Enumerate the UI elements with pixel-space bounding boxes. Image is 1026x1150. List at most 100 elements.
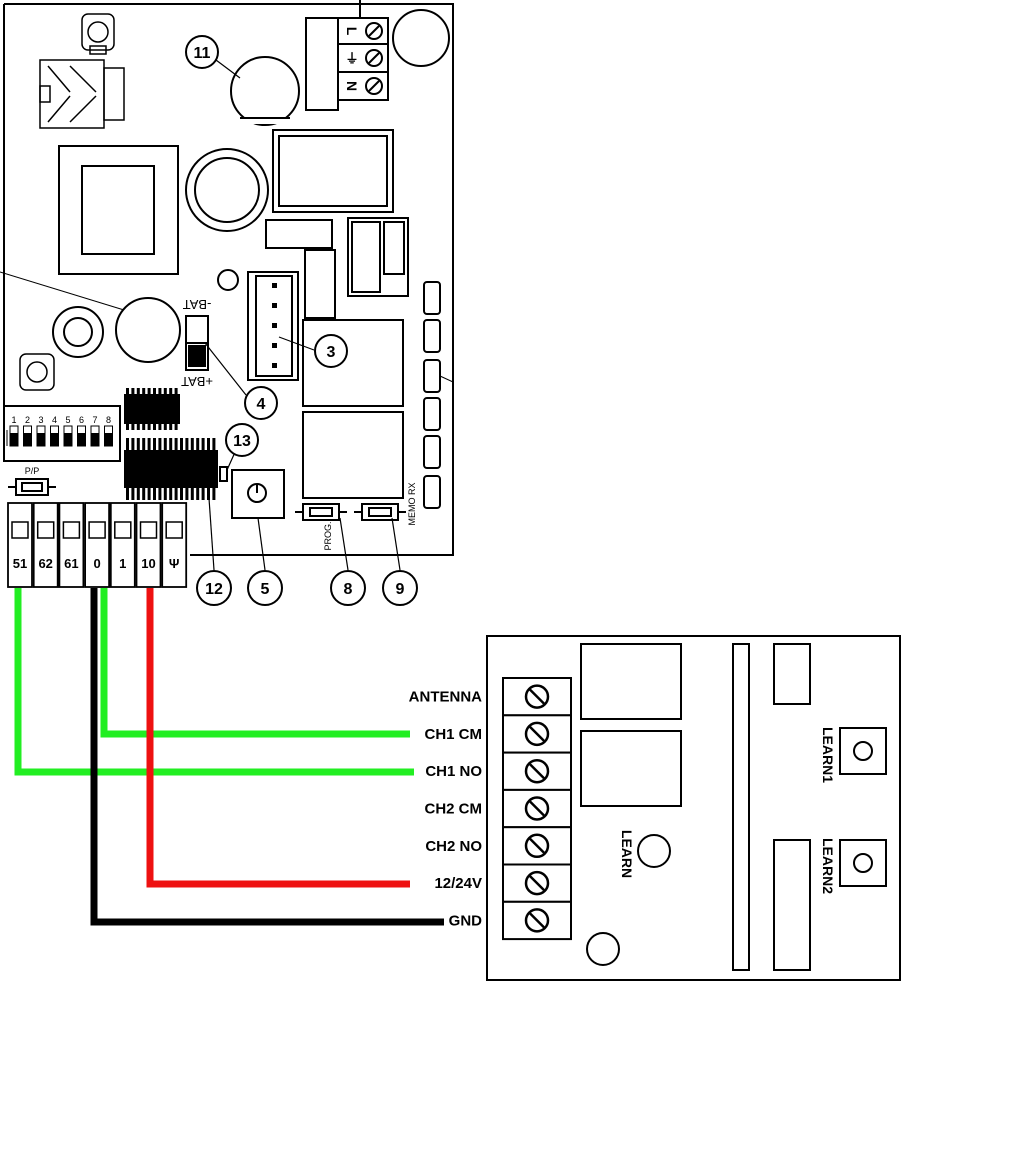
wire-10-to-12-24v — [146, 588, 410, 888]
ic-pin — [163, 424, 167, 430]
ic-pin — [212, 488, 216, 500]
minus-bat-label: -BAT — [183, 297, 212, 312]
trimmer — [231, 469, 285, 519]
callouts: 11 3 4 13 12 5 8 9 — [185, 35, 418, 606]
component-11 — [230, 56, 300, 126]
receiver-relay-2 — [580, 730, 682, 807]
screw-icon — [365, 77, 383, 95]
ic-pin — [196, 438, 200, 450]
relay-block — [272, 129, 394, 213]
battery-component — [115, 297, 181, 363]
board-terminal: 1 — [109, 502, 136, 588]
ic-pin — [190, 438, 194, 450]
ic-pin — [201, 488, 205, 500]
plus-bat-label: +BAT — [181, 374, 213, 389]
ic-pin — [126, 388, 129, 394]
ic-pin — [147, 438, 151, 450]
ic-pin — [158, 424, 162, 430]
receiver-relay-1 — [580, 643, 682, 720]
wires — [14, 588, 444, 926]
connector-3 — [247, 271, 299, 381]
ic-pin — [126, 424, 129, 430]
screw-icon — [365, 22, 383, 40]
board-terminal: 61 — [58, 502, 85, 588]
ic-pin — [190, 488, 194, 500]
ic-pin — [147, 488, 151, 500]
ic-pin — [131, 488, 135, 500]
ic-pin — [142, 388, 146, 394]
mains-label-earth: ⏚ — [345, 51, 358, 66]
board-terminal-label: 62 — [38, 556, 52, 571]
top-right-circle — [392, 9, 450, 67]
dip-levers — [6, 425, 113, 447]
receiver-terminal — [502, 863, 572, 903]
board-terminal-label: 10 — [141, 556, 155, 571]
mains-label-n: N — [344, 81, 360, 91]
ic-pin — [163, 388, 167, 394]
right-plug-column — [423, 281, 454, 509]
dip-number: 7 — [92, 415, 97, 425]
receiver-terminal-label: CH1 NO — [425, 763, 482, 780]
receiver-terminal — [502, 788, 572, 829]
learn2-label: LEARN2 — [820, 838, 836, 894]
ic-pin — [142, 488, 146, 500]
receiver-terminal — [502, 714, 572, 754]
receiver-terminal — [502, 677, 572, 717]
ic-chips — [124, 394, 218, 488]
receiver-terminal-label: CH1 CM — [424, 726, 482, 743]
prog-label: PROG. — [323, 521, 333, 550]
top-left-component — [39, 59, 125, 129]
mains-terminal-block — [305, 0, 389, 111]
dip-lever-knob — [23, 433, 32, 446]
ic-pin — [158, 438, 162, 450]
mains-label-l: L — [344, 27, 360, 36]
ic-pin — [174, 438, 178, 450]
prog-button — [295, 503, 347, 521]
callout-12: 12 — [196, 570, 232, 606]
receiver-terminal — [502, 751, 572, 791]
memo-rx-button — [354, 503, 406, 521]
dip-lever-knob — [77, 433, 86, 446]
dip-lever-knob — [104, 433, 113, 446]
ic-pin — [142, 424, 146, 430]
ic-pin — [147, 388, 151, 394]
dip-lever-knob — [50, 433, 59, 446]
ic-pin — [126, 438, 129, 450]
ic-pin — [169, 438, 173, 450]
ic-pin — [158, 388, 162, 394]
svg-text:4: 4 — [257, 396, 266, 413]
ic-pin — [180, 488, 183, 500]
wire-1-to-ch1-cm — [100, 588, 410, 738]
ic-pin — [196, 488, 200, 500]
wire-51-to-ch1-no — [14, 588, 414, 776]
callout-3: 3 — [314, 334, 348, 368]
receiver-terminal-block — [502, 677, 572, 941]
receiver-terminal — [502, 826, 572, 866]
board-terminal: 62 — [32, 502, 59, 588]
ic-pin — [185, 438, 189, 450]
ic-pin — [136, 388, 140, 394]
dip-number: 8 — [106, 415, 111, 425]
board-terminal-label: Ψ — [169, 556, 180, 571]
receiver-circle — [586, 932, 620, 966]
ic-pin — [136, 438, 140, 450]
ic-pin — [185, 488, 189, 500]
board-terminal: 10 — [135, 502, 162, 588]
learn-led — [637, 834, 671, 868]
board-terminal: Ψ — [161, 502, 188, 588]
ic-pin — [169, 388, 173, 394]
svg-text:11: 11 — [194, 45, 211, 62]
board-terminal-label: 61 — [64, 556, 78, 571]
svg-text:9: 9 — [396, 581, 405, 598]
dip-number: 1 — [11, 415, 16, 425]
pp-label: P/P — [25, 466, 40, 476]
board-terminal: 0 — [84, 502, 110, 588]
dip-lever-knob — [37, 433, 45, 446]
dip-number: 3 — [38, 415, 43, 425]
callout-leaders — [204, 59, 401, 571]
svg-text:5: 5 — [261, 581, 270, 598]
ic-pin — [136, 488, 140, 500]
dip-number: 5 — [65, 415, 70, 425]
